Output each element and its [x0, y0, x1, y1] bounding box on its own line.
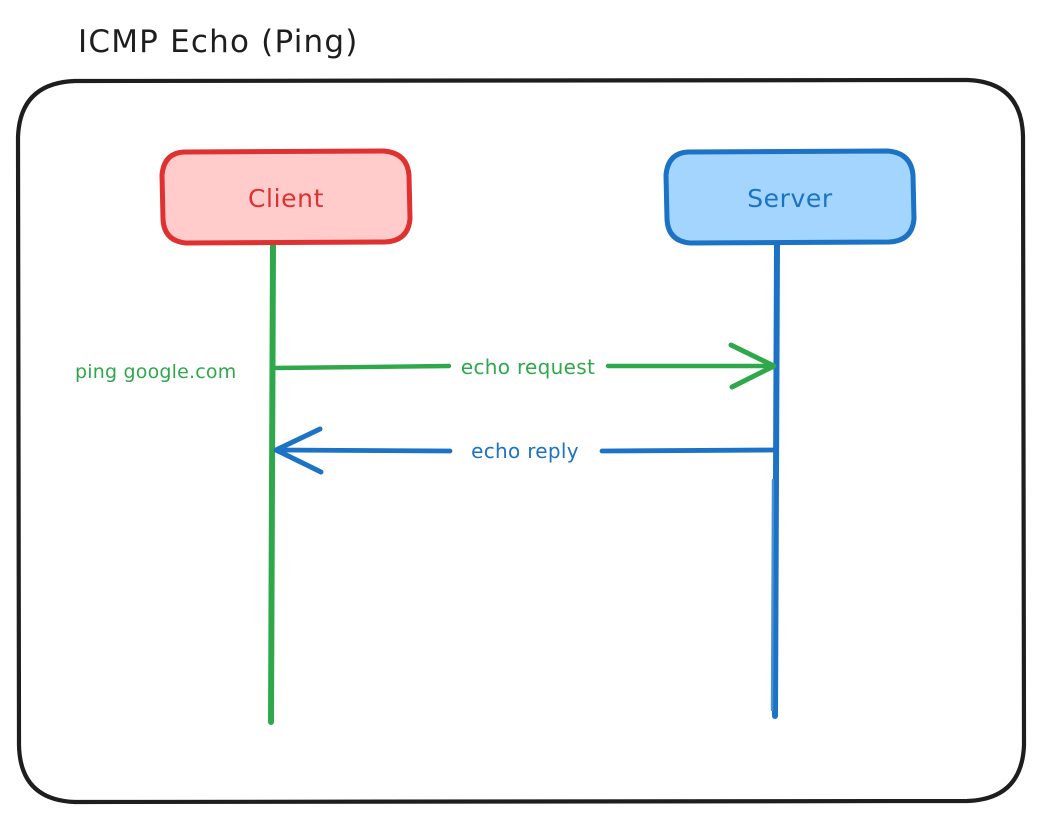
participant-server[interactable]: Server	[663, 148, 917, 246]
diagram-frame	[15, 77, 1027, 805]
echo-reply-arrowhead	[273, 426, 324, 475]
echo-request-arrowhead	[728, 342, 777, 390]
server-lifeline-sketch-stroke	[770, 478, 775, 712]
echo-reply-line-left	[275, 447, 453, 454]
server-box-shape	[663, 148, 917, 246]
message-echo-request: echo request	[271, 342, 777, 390]
echo-request-label: echo request	[461, 355, 595, 379]
client-box-shape	[159, 148, 413, 246]
server-lifeline	[772, 240, 780, 719]
client-lifeline	[268, 240, 276, 725]
echo-reply-label: echo reply	[471, 439, 579, 463]
echo-reply-line-right	[599, 447, 778, 454]
server-box-label: Server	[747, 184, 833, 213]
message-echo-reply: echo reply	[273, 426, 778, 475]
echo-request-line-left	[271, 363, 452, 371]
ping-command-note: ping google.com	[75, 361, 236, 383]
client-box-label: Client	[248, 184, 324, 213]
diagram-title: ICMP Echo (Ping)	[78, 24, 359, 60]
participant-client[interactable]: Client	[159, 148, 413, 246]
